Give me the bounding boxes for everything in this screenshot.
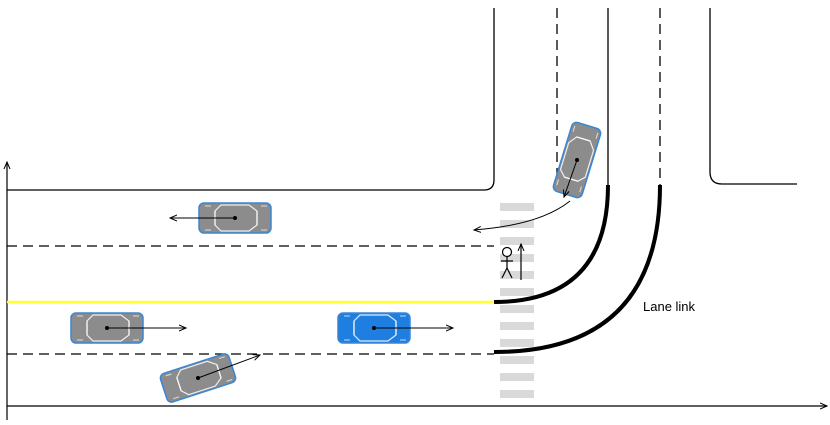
lane-link-outer: [493, 184, 662, 354]
road-edge-top-right: [709, 8, 797, 185]
lane-dividers: [7, 8, 661, 355]
turning-trajectory-arrow: [474, 200, 571, 230]
pedestrian-icon: [501, 246, 513, 279]
vehicle-ego-heading: [372, 326, 453, 330]
road-boundaries: [7, 8, 797, 191]
vehicle-lane-changing-heading: [196, 355, 260, 380]
lane-link-inner: [493, 184, 610, 304]
vehicle-eastbound-left-heading: [105, 326, 186, 330]
axes: [7, 162, 827, 420]
vehicle-westbound-heading: [170, 216, 237, 220]
lane-links: [493, 184, 662, 354]
vehicle-turning-heading: [564, 158, 579, 197]
road-edge-top-left: [7, 8, 495, 191]
lane-link-label: Lane link: [643, 299, 696, 314]
